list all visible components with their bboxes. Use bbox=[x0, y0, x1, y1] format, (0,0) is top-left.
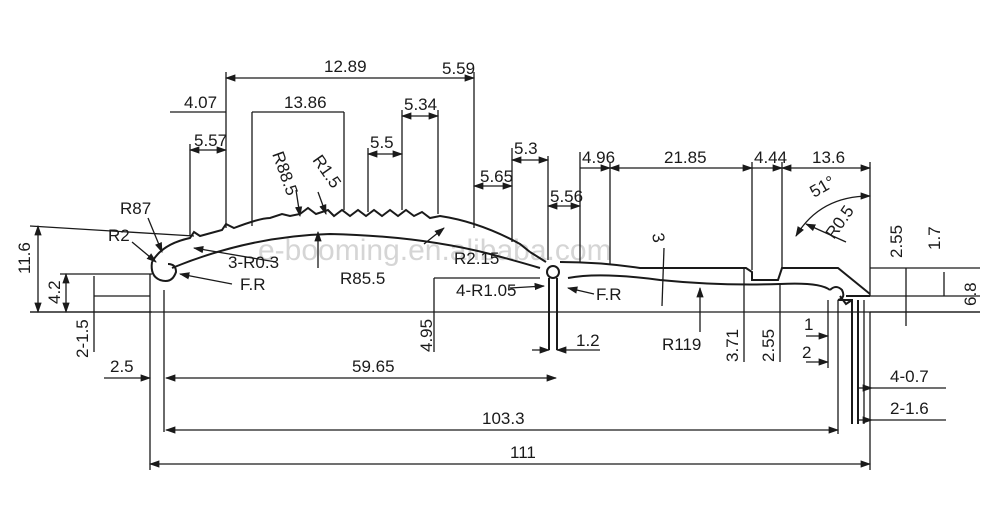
dim-4-95: 4.95 bbox=[417, 319, 436, 352]
dim-2-5: 2.5 bbox=[110, 357, 134, 376]
radius-r87: R87 bbox=[120, 199, 151, 218]
dim-6-8: 6.8 bbox=[961, 282, 980, 306]
radius-r119: R119 bbox=[662, 335, 701, 354]
dim-5-3: 5.3 bbox=[514, 139, 538, 158]
dim-2-55-a: 2.55 bbox=[759, 329, 778, 362]
dim-2-1-5: 2-1.5 bbox=[73, 319, 92, 358]
watermark: e-booming.en.alibaba.com bbox=[258, 234, 612, 267]
dim-5-57: 5.57 bbox=[194, 131, 227, 150]
dim-5-34: 5.34 bbox=[404, 95, 437, 114]
radius-4-r1-05: 4-R1.05 bbox=[456, 281, 516, 300]
dim-1: 1 bbox=[804, 315, 813, 334]
dim-111: 111 bbox=[510, 443, 536, 462]
fr-label-left: F.R bbox=[240, 275, 266, 294]
dim-2-55-b: 2.55 bbox=[887, 225, 906, 258]
joint-circle bbox=[546, 265, 560, 279]
dimension-lines bbox=[29, 72, 980, 470]
angle-51: 51° bbox=[807, 172, 839, 201]
radius-r88-5: R88.5 bbox=[268, 149, 301, 198]
dim-13-86: 13.86 bbox=[284, 93, 327, 112]
radius-3-r0-3: 3-R0.3 bbox=[228, 253, 279, 272]
dim-11-6: 11.6 bbox=[15, 242, 34, 274]
dim-5-59: 5.59 bbox=[442, 59, 475, 78]
dim-1-7: 1.7 bbox=[925, 226, 944, 250]
dim-5-65: 5.65 bbox=[480, 167, 513, 186]
radius-r2: R2 bbox=[108, 226, 130, 245]
fr-label-mid: F.R bbox=[596, 285, 622, 304]
dim-5-5: 5.5 bbox=[370, 133, 394, 152]
dim-1-2: 1.2 bbox=[576, 331, 600, 350]
dim-3-71: 3.71 bbox=[723, 329, 742, 362]
profile-outline bbox=[150, 206, 871, 424]
dim-5-56: 5.56 bbox=[550, 187, 583, 206]
dim-4-96: 4.96 bbox=[582, 148, 615, 167]
dim-2-1-6: 2-1.6 bbox=[890, 399, 929, 418]
dim-21-85: 21.85 bbox=[664, 148, 707, 167]
dim-103-3: 103.3 bbox=[482, 409, 525, 428]
dim-12-89: 12.89 bbox=[324, 57, 367, 76]
dim-4-2: 4.2 bbox=[45, 280, 64, 304]
dim-2: 2 bbox=[802, 343, 811, 362]
dim-59-65: 59.65 bbox=[352, 357, 395, 376]
dim-4-0-7: 4-0.7 bbox=[890, 367, 929, 386]
dim-4-44: 4.44 bbox=[754, 148, 787, 167]
radius-r85-5: R85.5 bbox=[340, 269, 385, 288]
radius-r0-5: R0.5 bbox=[822, 202, 858, 242]
radius-r1-5: R1.5 bbox=[309, 151, 345, 191]
dim-4-07: 4.07 bbox=[184, 93, 217, 112]
dimension-labels: 12.89 5.59 4.07 13.86 5.34 5.57 5.5 5.3 … bbox=[15, 57, 980, 462]
radius-3: 3 bbox=[648, 231, 668, 244]
dim-13-6: 13.6 bbox=[812, 148, 845, 167]
radius-r2-15: R2.15 bbox=[454, 249, 499, 268]
